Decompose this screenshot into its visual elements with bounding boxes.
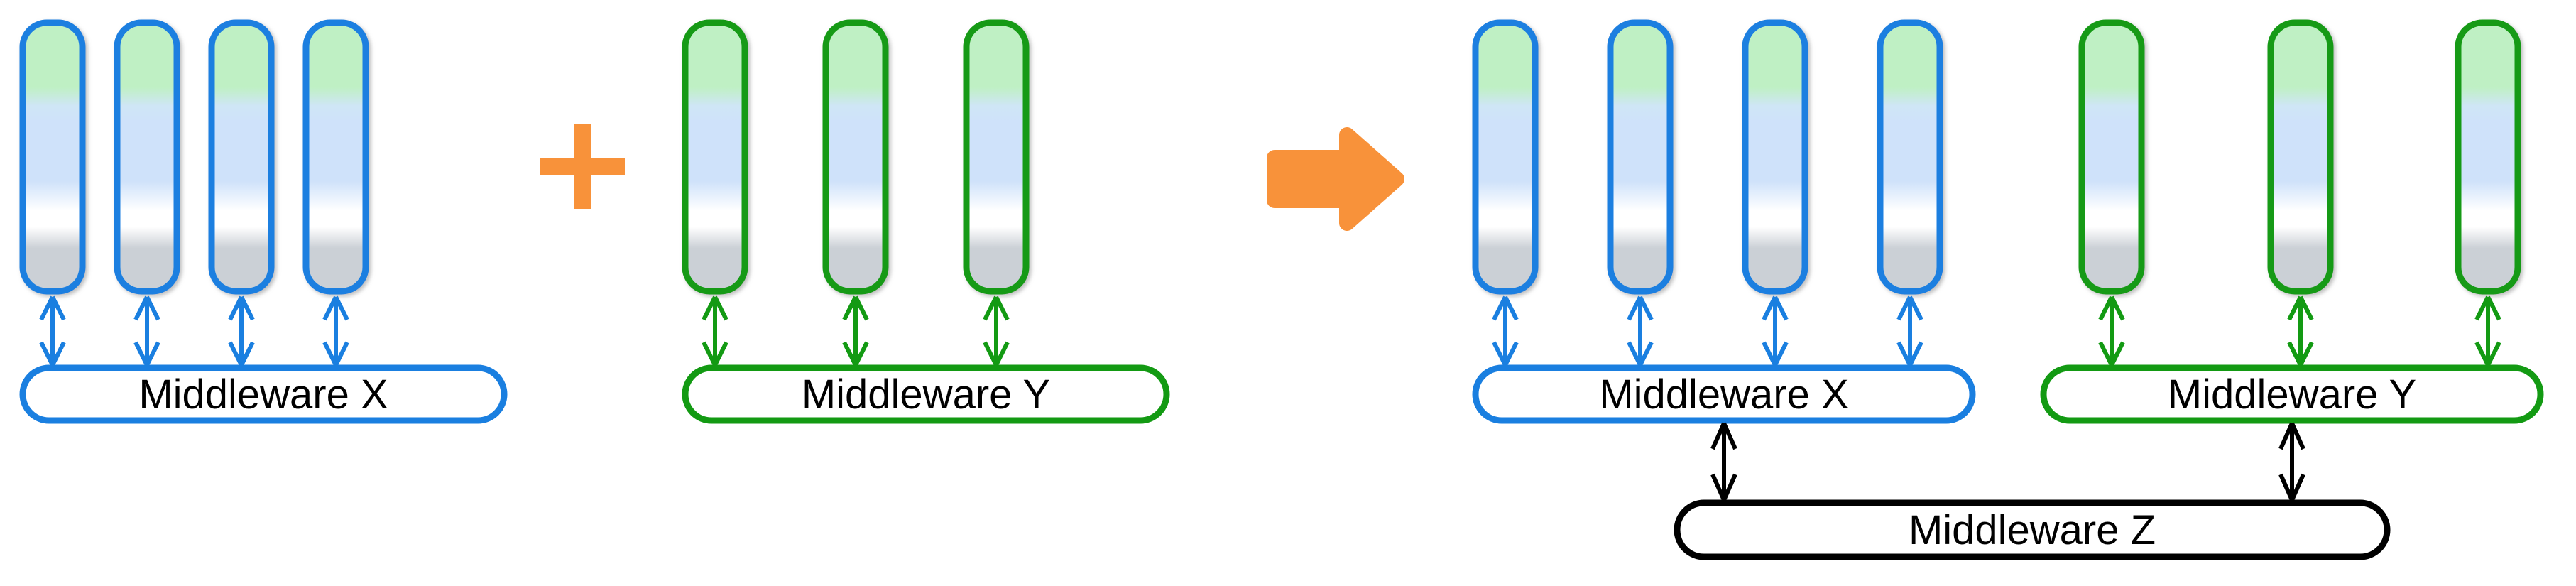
node-column: [208, 19, 275, 295]
connector-arrow: [842, 295, 869, 367]
node-column: [114, 19, 180, 295]
connector-arrow: [2474, 295, 2501, 367]
group-left-middleware-x: [19, 19, 508, 424]
node-column: [1742, 19, 1808, 295]
node-column: [963, 19, 1030, 295]
connector-arrow: [2287, 295, 2314, 367]
middleware-bar[interactable]: [19, 364, 508, 424]
node-column: [1877, 19, 1943, 295]
bridge-connector-arrow-right: [2278, 422, 2305, 501]
connector-arrow: [702, 295, 728, 367]
connector-arrow: [1627, 295, 1654, 367]
node-column: [19, 19, 86, 295]
connector-arrow: [1896, 295, 1923, 367]
node-column: [1472, 19, 1539, 295]
middleware-bar[interactable]: [682, 364, 1170, 424]
group-right-middleware-x: [1472, 19, 1976, 424]
connector-arrow: [1492, 295, 1519, 367]
middleware-bar[interactable]: [1472, 364, 1976, 424]
connector-arrow: [39, 295, 66, 367]
connector-arrow: [228, 295, 255, 367]
node-column: [2267, 19, 2334, 295]
node-column: [302, 19, 369, 295]
connector-arrow: [133, 295, 160, 367]
node-column: [2078, 19, 2145, 295]
middleware-bar[interactable]: [2040, 364, 2544, 424]
bridge-connector-arrow-left: [1710, 422, 1737, 501]
arrow-right-icon: [1267, 127, 1404, 231]
connector-arrow: [983, 295, 1010, 367]
middleware-bar-z[interactable]: [1674, 499, 2391, 560]
group-right-middleware-y: [2040, 19, 2544, 424]
node-column: [2455, 19, 2521, 295]
plus-icon: [540, 124, 625, 209]
connector-arrow: [322, 295, 349, 367]
group-left-middleware-y: [682, 19, 1170, 424]
connector-arrow: [1762, 295, 1789, 367]
node-column: [1607, 19, 1674, 295]
node-column: [822, 19, 889, 295]
connector-arrow: [2098, 295, 2125, 367]
node-column: [682, 19, 748, 295]
